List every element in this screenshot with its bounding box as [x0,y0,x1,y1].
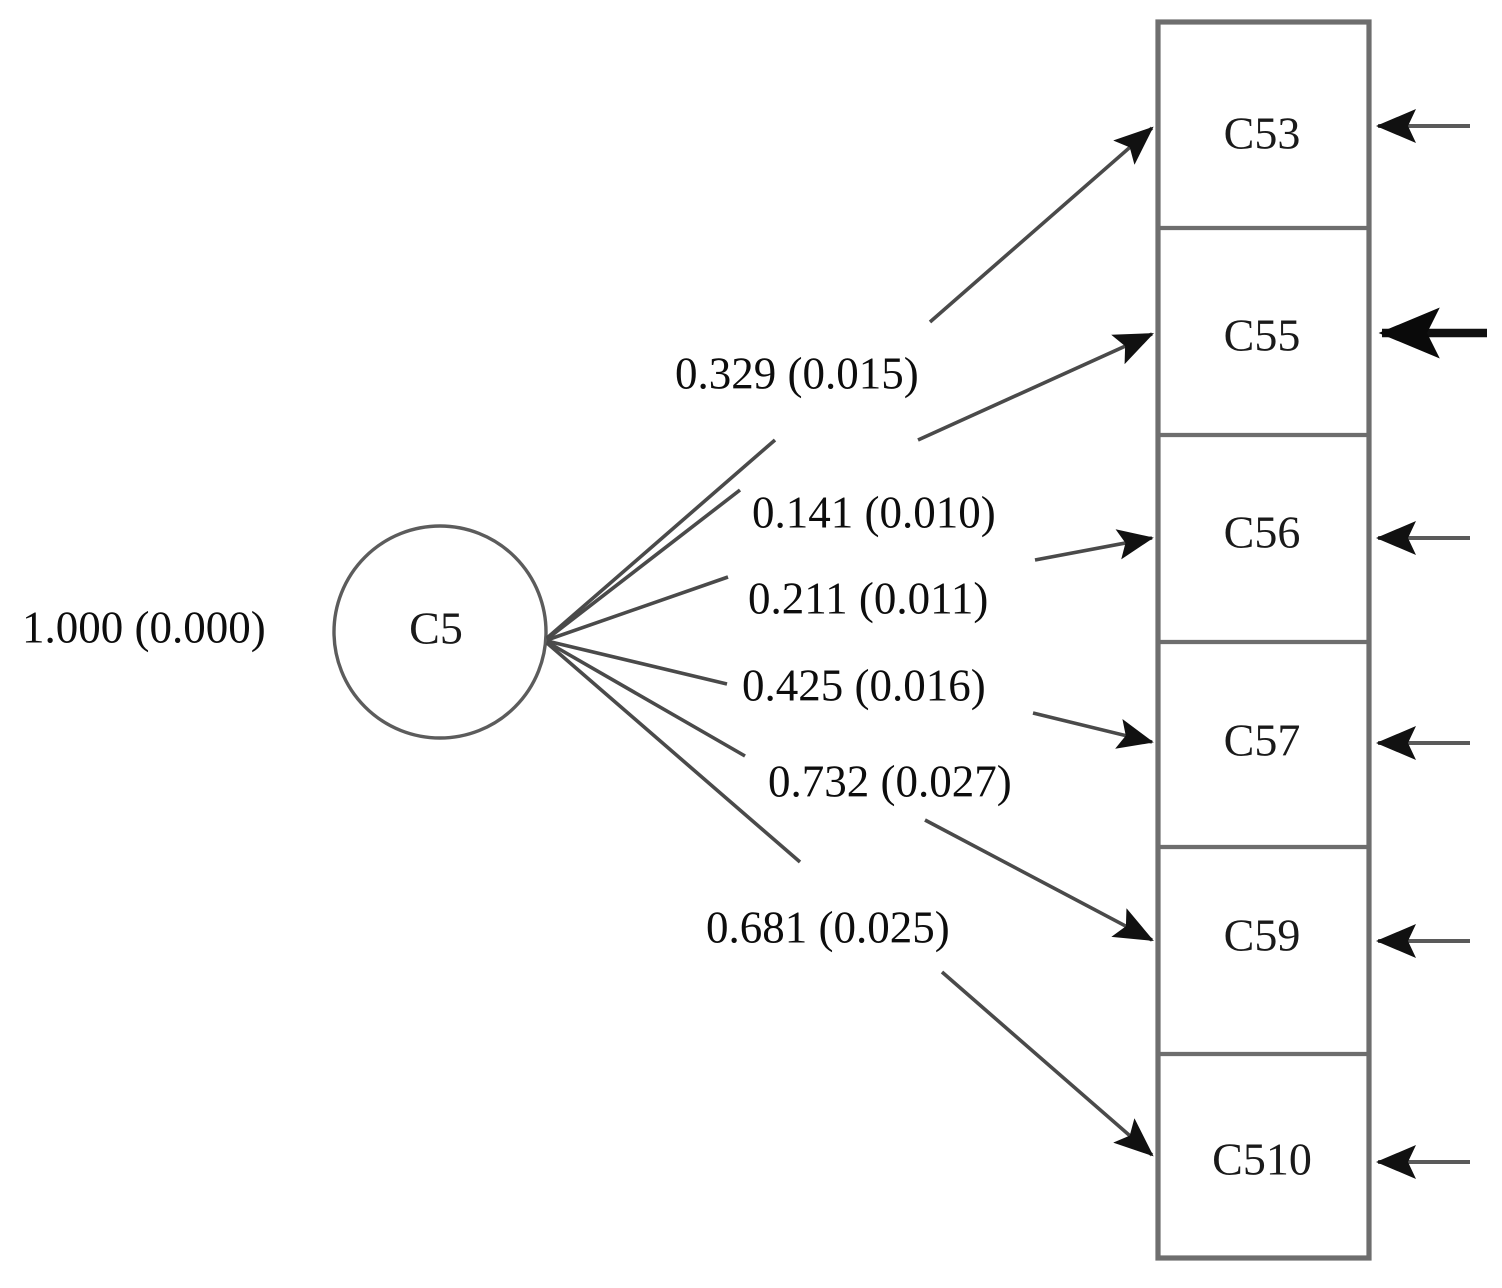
loading-line-c56-stub [546,575,729,642]
loading-arrow-c56 [1034,529,1154,562]
latent-variance-label: 1.000 (0.000) [22,602,266,652]
loading-label-c55: 0.141 (0.010) [752,487,996,537]
indicator-label-c510: C510 [1212,1134,1312,1185]
indicator-label-c56: C56 [1224,507,1301,558]
loading-arrow-c55 [917,332,1154,442]
loading-label-c510: 0.681 (0.025) [706,902,950,952]
loading-label-c56: 0.211 (0.011) [748,573,988,623]
residual-arrows [1376,109,1487,1179]
loading-arrow-c57 [1032,711,1154,749]
loading-paths [545,126,1154,1157]
loading-label-c59: 0.732 (0.027) [768,756,1012,806]
latent-label: C5 [409,603,463,654]
indicator-label-c53: C53 [1224,108,1301,159]
loading-arrow-c510 [940,970,1154,1157]
loading-line-c53-stub [545,438,777,640]
indicator-label-c57: C57 [1224,715,1301,766]
loading-arrow-c59 [924,818,1154,942]
loading-arrow-c53 [928,126,1154,324]
loading-line-c59-stub [546,640,746,758]
loading-label-c57: 0.425 (0.016) [742,660,986,710]
indicator-label-c55: C55 [1224,310,1301,361]
indicator-box-column: C53 C55 C56 C57 C59 C510 [1155,19,1372,1261]
loading-line-c55-stub [545,488,742,641]
latent-variable-c5: C5 [332,524,548,740]
loading-line-c510-stub [545,641,802,864]
loading-label-c53: 0.329 (0.015) [675,348,919,398]
indicator-label-c59: C59 [1224,910,1301,961]
latent-circle [332,524,548,740]
loading-line-c57-stub [546,639,728,686]
